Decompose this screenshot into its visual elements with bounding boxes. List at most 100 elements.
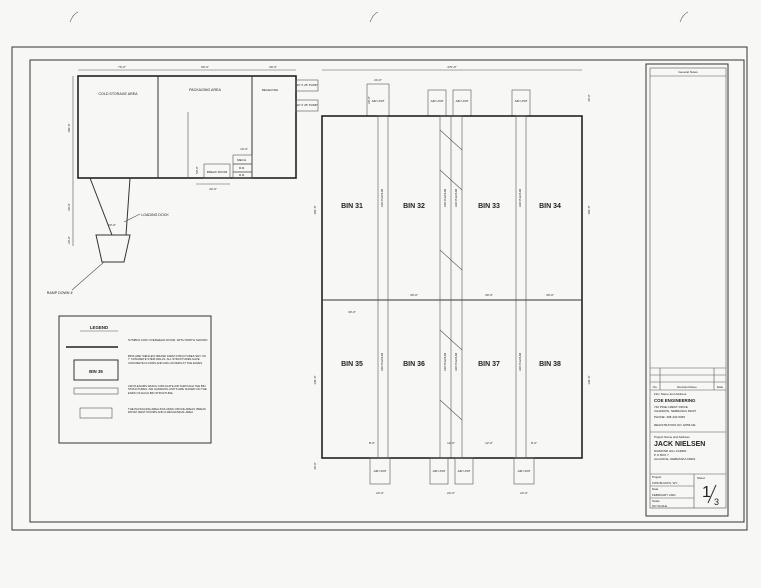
- firm-phone: PHONE: 308-432-5366: [654, 415, 685, 419]
- bin-36: BIN 36: [403, 361, 425, 368]
- air-unit-bottom-3: AIR UNIT: [458, 469, 471, 473]
- firm-header: Firm Name and Address: [654, 392, 687, 396]
- dim-270: 270'-0": [447, 65, 456, 69]
- receiving-label: RECEIVING: [262, 88, 279, 92]
- dim-24-b3: 24'-0": [520, 491, 528, 495]
- revision-header: Revision/Issue: [677, 385, 697, 389]
- bin-31: BIN 31: [341, 203, 363, 210]
- dim-182-right: 182'-0": [587, 205, 591, 214]
- break-room-label: BREAK ROOM: [207, 170, 228, 174]
- farm-name: DIAMOND HILL FARMS: [654, 449, 686, 453]
- plenum-label-5: AIR PLENUM: [380, 352, 384, 371]
- air-unit-bottom-2: AIR UNIT: [433, 469, 446, 473]
- project-value: FWS BLUFFS, WY: [652, 481, 678, 485]
- dim-40: 40'-0": [269, 65, 277, 69]
- client-address-1: P O BOX 7: [654, 453, 669, 457]
- plenum-label-3: AIR PLENUM: [454, 188, 458, 207]
- building-outline: [77, 75, 297, 179]
- dim-24-top: 24'-0": [374, 78, 382, 82]
- project-header: Project Name and Address: [654, 435, 690, 439]
- legend-title: LEGEND: [90, 325, 108, 330]
- dim-182: 182'-0": [313, 205, 317, 214]
- sheet-label: Sheet: [697, 476, 705, 480]
- dim-50: 50'-0": [195, 166, 199, 174]
- dim-24-b1: 24'-0": [376, 491, 384, 495]
- client-name: JACK NIELSEN: [654, 441, 705, 448]
- scale-label: Scale: [652, 499, 660, 503]
- project-label: Project: [652, 475, 662, 479]
- legend-plenum-text: AIR PLENUMS WHICH CIRCULATE AIR THROUGH …: [128, 385, 207, 395]
- pump1-label: 10' X 25' PUMP: [297, 83, 318, 87]
- rr2-label: R.R.: [239, 173, 245, 177]
- title-block: General Notes No. Revision/Issue Date Fi…: [645, 63, 729, 517]
- plenum-label-6: AIR PLENUM: [443, 352, 447, 371]
- legend-bin-label: BIN 35: [89, 369, 103, 374]
- binder-holes: [69, 11, 689, 23]
- plenum-label-4: AIR PLENUM: [518, 188, 522, 207]
- dim-12-b: 12'-0": [485, 441, 493, 445]
- dim-24-b2: 24'-0": [447, 491, 455, 495]
- dim-40-top: 40'-0": [587, 94, 591, 102]
- dim-20: 20'-0": [67, 236, 71, 244]
- outer-border: [11, 46, 748, 531]
- general-notes: General Notes: [678, 70, 698, 74]
- ramp-label: RAMP DOWN 4': [47, 291, 74, 295]
- dim-60: 60'-0": [67, 203, 71, 211]
- sheet-number: 1: [702, 484, 711, 501]
- air-unit-top-2: AIR UNIT: [431, 99, 444, 103]
- plenum-label-7: AIR PLENUM: [454, 352, 458, 371]
- dim-90: 90'-3": [201, 65, 209, 69]
- packaging-label: PACKAGING AREA: [189, 88, 221, 92]
- legend: LEGEND SYMBOL FOR OVERHEAD DOOR, WITH WI…: [58, 315, 212, 444]
- bin-37: BIN 37: [478, 361, 500, 368]
- firm-name: COE ENGINEERING: [654, 398, 696, 403]
- dim-23: 23'-0": [108, 223, 116, 227]
- bin-35: BIN 35: [341, 361, 363, 368]
- registration: REGISTRATION NO. E556-NE: [654, 423, 695, 427]
- bin-34: BIN 34: [539, 203, 561, 210]
- plenum-label-1: AIR PLENUM: [380, 188, 384, 207]
- date-value: FEBRUARY 2021: [652, 493, 676, 497]
- legend-bin-text: BINS ARE "REISLEN" BRAND FARM STRUCTURES…: [128, 355, 206, 365]
- dim-20-top: 20'-0": [367, 96, 371, 104]
- date-label: Date: [652, 487, 659, 491]
- legend-box: [58, 315, 212, 444]
- sheet-total: 3: [714, 497, 719, 507]
- dim-10: 10'-0": [240, 147, 248, 151]
- rr1-label: R.R.: [239, 166, 245, 170]
- dim-140: 140'-0": [313, 375, 317, 384]
- air-unit-bottom-1: AIR UNIT: [374, 469, 387, 473]
- plenum-label-8: AIR PLENUM: [518, 352, 522, 371]
- dim-30-d: 30'-0": [546, 293, 554, 297]
- dim-8-b: 8'-0": [531, 441, 537, 445]
- dim-70: 70'-0": [118, 65, 126, 69]
- air-unit-top-1: AIR UNIT: [372, 99, 385, 103]
- inner-border: [29, 59, 745, 523]
- bin-32: BIN 32: [403, 203, 425, 210]
- bin-complex: 270'-0" 24'-0" AIR UNIT AIR UNIT AIR UNI…: [313, 65, 591, 495]
- air-unit-top-4: AIR UNIT: [515, 99, 528, 103]
- dim-40-bottom: 40'-0": [313, 462, 317, 470]
- dim-140-right: 140'-0": [587, 375, 591, 384]
- bin-38: BIN 38: [539, 361, 561, 368]
- air-unit-bottom-4: AIR UNIT: [518, 469, 531, 473]
- loading-dock-label: LOADING DOCK: [141, 213, 169, 217]
- dim-30-a: 30'-0": [348, 310, 356, 314]
- dim-8-a: 8'-0": [369, 441, 375, 445]
- packaging-building: COLD STORAGE AREA PACKAGING AREA RECEIVI…: [47, 65, 319, 295]
- date-header: Date: [717, 385, 724, 389]
- client-address-2: ALLIANCE, NEBRASKA 69301: [654, 457, 696, 461]
- no-header: No.: [653, 385, 658, 389]
- dim-43: 43'-0": [209, 187, 217, 191]
- air-unit-top-3: AIR UNIT: [456, 99, 469, 103]
- plenum-label-2: AIR PLENUM: [443, 188, 447, 207]
- dim-30-c: 30'-0": [485, 293, 493, 297]
- cold-storage-label: COLD STORAGE AREA: [98, 92, 138, 96]
- legend-packaging-text: THE PACKAGING AREA INCLUDES OFFICE AREAS…: [128, 408, 206, 415]
- dim-12-a: 12'-0": [447, 441, 455, 445]
- mech-label: MECH.: [237, 158, 247, 162]
- firm-address-2: CHADRON, NEBRASKA 69337: [654, 409, 697, 413]
- dim-30-b: 30'-0": [410, 293, 418, 297]
